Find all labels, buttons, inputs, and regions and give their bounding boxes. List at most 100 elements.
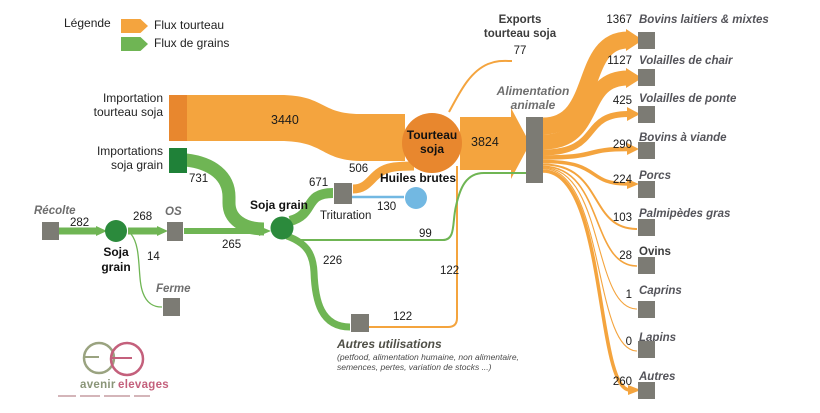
dest-node-palmipedes [638,219,655,236]
node-importations-grain [169,148,187,173]
flow-dest-porcs [542,159,629,186]
arrow-porcs [627,179,639,189]
node-recolte-square [42,222,59,240]
label-tourteau-soja-l2: soja [419,142,444,156]
node-os-square [167,222,183,241]
node-soja-grain [270,216,294,240]
dest-node-porcs [638,181,655,198]
value-506: 506 [349,163,369,175]
node-alimentation-bar [526,117,543,183]
flow-to-autres-utilisations [285,232,351,331]
dest-value-volailles-ponte: 425 [612,95,632,107]
legend-swatch-grains [121,37,148,51]
value-99: 99 [419,228,432,240]
flow-to-ferme [130,233,163,308]
arrow-to-os [157,226,168,236]
dest-value-ovins: 28 [619,250,632,262]
dest-label-ovins: Ovins [639,246,671,258]
flow-dest-palmipedes [542,163,638,230]
arrow-volailles-chair [626,68,642,88]
dest-label-autres: Autres [639,371,676,383]
flow-tourteau-to-alim-band [460,117,512,170]
label-autres-sub2: semences, pertes, variation de stocks ..… [337,362,492,372]
logo-word-elevages: elevages [118,379,169,391]
logo-word-avenir: avenir [80,379,116,391]
label-exports: Exports tourteau soja [478,13,562,41]
logo-tagline-segment [104,395,130,397]
flow-dest-lapins [542,168,638,352]
value-77: 77 [513,45,527,57]
dest-value-porcs: 224 [612,174,632,186]
node-huiles-brutes [405,187,427,209]
node-soja-grain-recolte [105,220,127,242]
value-130: 130 [377,201,397,213]
label-exports-l1: Exports [498,14,542,26]
arrow-bovins-viande [627,143,639,155]
label-soja-grain-recolte-l1: Soja [103,245,129,259]
label-os: OS [165,206,182,218]
label-importation-tourteau: Importation tourteau soja [60,91,163,119]
node-autres-utilisations-square [351,314,369,332]
label-importation-tourteau-l2: tourteau soja [93,104,163,119]
node-ferme-square [163,298,180,316]
value-226: 226 [323,255,343,267]
legend-swatch-tourteau [121,19,148,33]
label-trituration: Trituration [320,210,372,222]
label-importations-grain-l1: Importations [96,144,163,158]
label-ferme: Ferme [156,283,191,295]
dest-node-caprins [638,301,655,318]
value-122-horizontal: 122 [393,311,413,323]
label-tourteau-soja-l1: Tourteau [406,128,458,142]
flow-dest-bovins-viande [542,146,629,160]
dest-node-bovins-laitiers [638,32,655,49]
value-3440: 3440 [271,113,299,127]
dest-node-ovins [638,257,655,274]
legend-label-tourteau: Flux tourteau [154,18,225,32]
avenir-elevages-logo-mark [82,341,145,377]
flow-import-grain [185,153,265,236]
logo-tagline-segment [134,395,150,397]
label-autres-utilisations: Autres utilisations [337,337,442,351]
dest-label-volailles-chair: Volailles de chair [639,55,733,67]
dest-label-volailles-ponte: Volailles de ponte [639,93,737,105]
flow-trituration-tourteau [352,161,415,194]
label-alimentation-l1: Alimentation [496,84,570,98]
dest-value-volailles-chair: 1127 [607,55,632,67]
legend-title: Légende [64,16,111,30]
flow-dest-autres [542,169,631,392]
flow-grain-to-alim [294,172,526,241]
dest-value-palmipedes: 103 [612,212,632,224]
label-autres-sub1: (petfood, alimentation humaine, non alim… [337,352,519,362]
value-265: 265 [222,239,242,251]
label-recolte: Récolte [34,205,76,217]
node-importation-tourteau [169,95,187,141]
legend-label-grains: Flux de grains [154,36,230,50]
dest-value-caprins: 1 [625,289,632,301]
label-tourteau-soja: Tourteau soja [402,128,462,156]
value-3824: 3824 [471,135,499,149]
dest-node-autres [638,382,655,399]
label-importations-grain: Importations soja grain [60,144,163,172]
dest-value-autres: 260 [612,376,632,388]
flow-dest-volailles-ponte [542,111,629,156]
flow-to-trituration [288,188,334,226]
arrow-autres [628,385,641,395]
dest-label-bovins-laitiers: Bovins laitiers & mixtes [639,14,769,26]
label-huiles-brutes: Huiles brutes [380,171,457,185]
arrow-bovins-laitiers [626,29,643,51]
dest-value-bovins-viande: 290 [612,139,632,151]
value-282: 282 [70,217,90,229]
flow-autres-to-alim [369,166,458,328]
arrow-recolte [96,226,107,236]
dest-node-volailles-chair [638,69,655,86]
dest-label-palmipedes: Palmipèdes gras [639,208,731,220]
dest-node-lapins [638,341,655,358]
label-importation-tourteau-l1: Importation [102,91,163,105]
label-soja-grain: Soja grain [250,198,309,212]
node-trituration-square [334,183,352,204]
flow-exports-tourteau [448,59,513,113]
flow-dest-ovins [542,165,638,267]
flow-dest-volailles-chair [542,70,629,150]
